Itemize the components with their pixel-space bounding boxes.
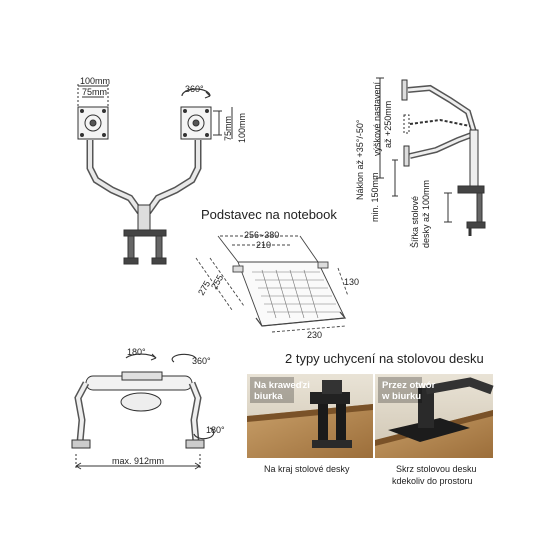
dim-inner-label: 210	[256, 240, 271, 250]
side-rotation-180-label: 180°	[206, 425, 225, 435]
through-desk-photo	[375, 374, 494, 458]
photo1-label-line2: biurka	[254, 391, 283, 402]
top-rotation-360-label: 360°	[192, 356, 211, 366]
top-view-arm-drawing	[71, 353, 215, 470]
max-reach-label: max. 912mm	[112, 456, 164, 466]
notebook-tray-drawing	[195, 235, 349, 333]
photo2-label-line2: w biurku	[381, 391, 421, 402]
dim-left1-label: 275	[196, 279, 212, 297]
dim-right-label: 130	[344, 277, 359, 287]
side-view-arm-drawing	[376, 77, 486, 236]
mounting-title: 2 typy uchycení na stolovou desku	[285, 351, 484, 366]
caption-through-mount-1: Skrz stolovou desku	[396, 464, 477, 474]
caption-edge-mount: Na kraj stolové desky	[264, 464, 350, 474]
desk-width-label-2: desky až 100mm	[421, 180, 431, 248]
min-height-label: min. 150mm	[370, 172, 380, 222]
desk-width-label-1: Šířka stolové	[410, 196, 420, 248]
photo2-label-line1: Przez otwór	[382, 380, 436, 391]
height-adjust-label-1: výškové nastavení	[372, 81, 382, 156]
notebook-title: Podstavec na notebook	[201, 207, 337, 222]
front-view-arm-drawing	[77, 84, 233, 265]
dim-bottom-label: 230	[307, 330, 322, 340]
dim-100mm-label: 100mm	[80, 76, 110, 86]
dim-75mm-label: 75mm	[82, 87, 107, 97]
edge-clamp-photo	[247, 374, 373, 458]
tilt-label: Náklon až +35°/-50°	[355, 119, 365, 200]
height-adjust-label-2: až +250mm	[383, 101, 393, 148]
caption-through-mount-2: kdekoliv do prostoru	[392, 476, 473, 486]
dim-top-label: 256~380	[244, 230, 279, 240]
vdim-75mm-label: 75mm	[223, 116, 233, 141]
photo1-label-line1: Na kraweďzi	[254, 380, 310, 391]
vdim-100mm-label: 100mm	[237, 113, 247, 143]
rotation-360-label: 360°	[185, 84, 204, 94]
top-rotation-180-label: 180°	[127, 347, 146, 357]
